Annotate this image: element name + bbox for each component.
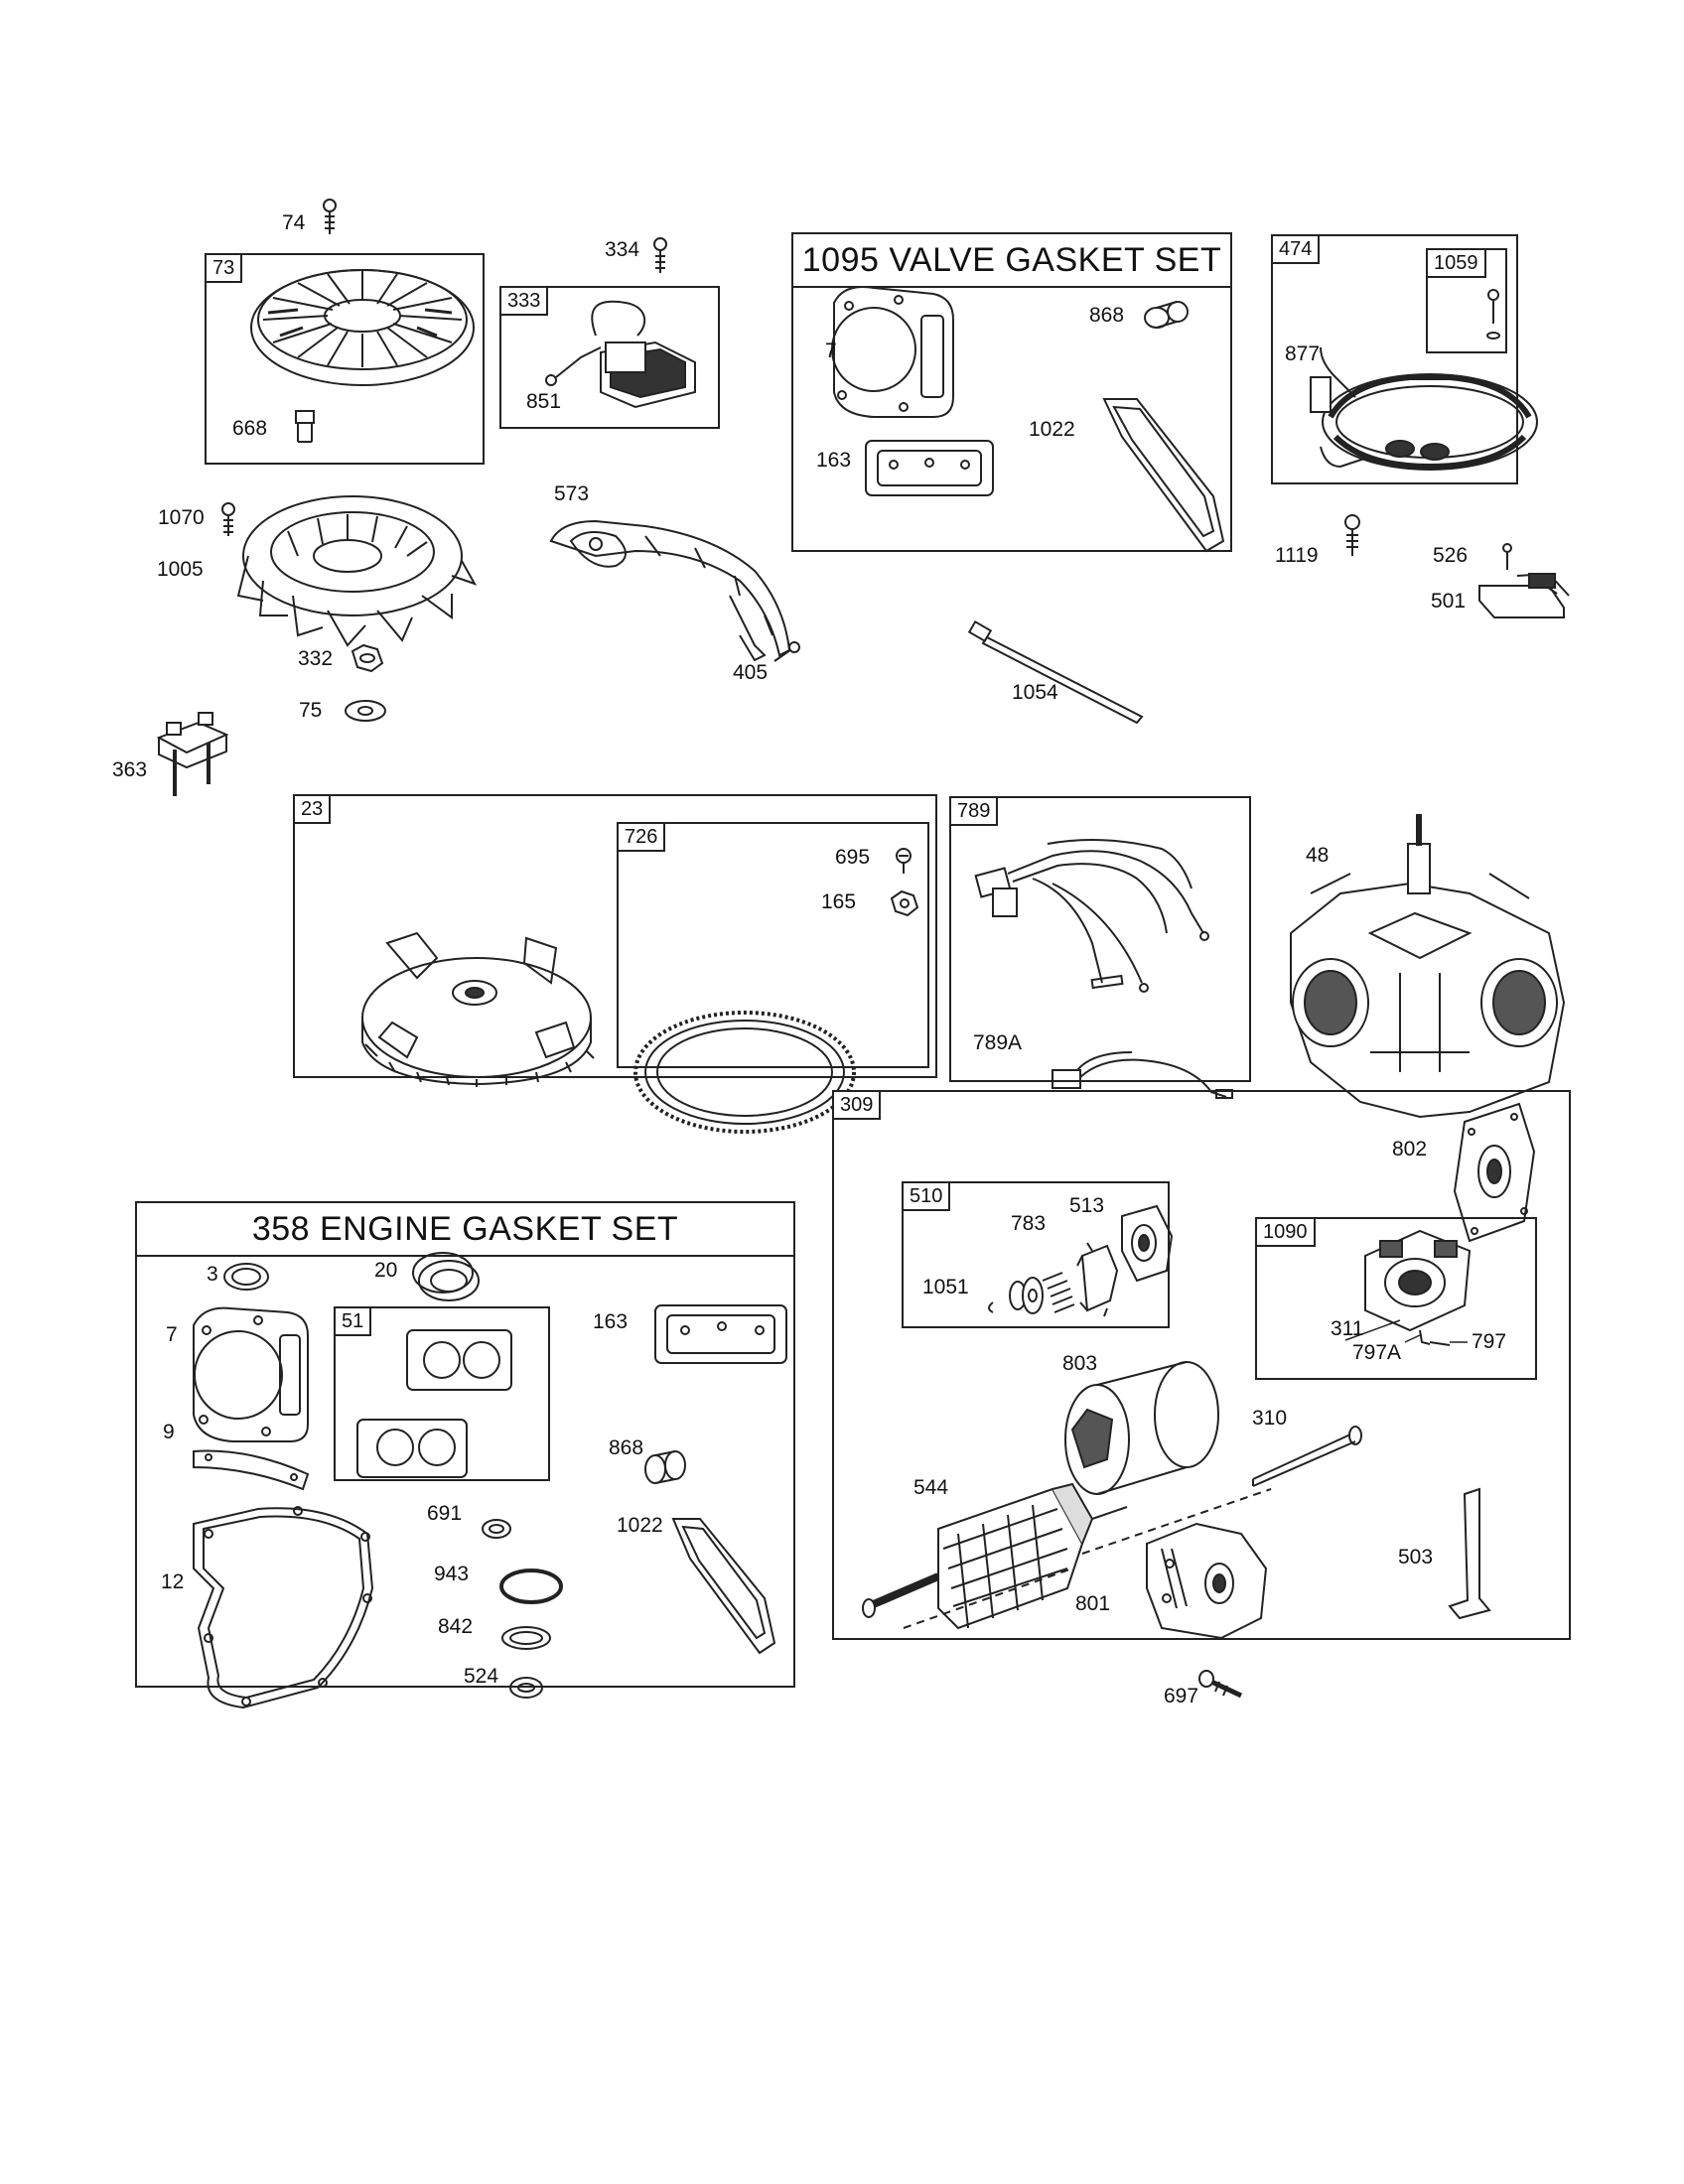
callout-7-valve-set: 7: [825, 340, 837, 362]
callout-310: 310: [1252, 1407, 1288, 1430]
callout-165: 165: [821, 890, 857, 913]
cooling-fan-icon: [238, 496, 475, 645]
callout-877: 877: [1285, 342, 1321, 365]
kit-726-tag: 726: [617, 822, 666, 852]
kit-1090-box: 1090: [1255, 1217, 1537, 1380]
kit-309-tag: 309: [832, 1090, 882, 1120]
callout-163-valve-set: 163: [816, 449, 852, 472]
callout-513: 513: [1069, 1194, 1105, 1217]
callout-501: 501: [1431, 590, 1467, 613]
callout-48: 48: [1306, 844, 1330, 867]
callout-20: 20: [374, 1259, 398, 1282]
kit-789-tag: 789: [949, 796, 999, 826]
bolt-74-icon: [324, 200, 336, 234]
kit-333-box: 333: [499, 286, 720, 429]
crankcase-icon: [1291, 814, 1564, 1117]
callout-363: 363: [112, 758, 148, 781]
valve-gasket-set-box: 1095 VALVE GASKET SET: [791, 232, 1232, 552]
callout-797: 797: [1472, 1330, 1507, 1353]
bolt-334-icon: [654, 238, 666, 273]
callout-332: 332: [298, 647, 334, 670]
cable-tie-1054-icon: [969, 621, 1142, 723]
kit-1090-tag: 1090: [1255, 1217, 1316, 1247]
bolt-1070-icon: [222, 503, 234, 536]
kit-309-box: 309 510 1090: [832, 1090, 1571, 1640]
callout-573: 573: [554, 482, 590, 505]
callout-1051: 1051: [922, 1276, 969, 1298]
kit-510-box: 510: [902, 1181, 1170, 1328]
kit-73-tag: 73: [205, 253, 243, 283]
callout-943: 943: [434, 1563, 470, 1585]
callout-334: 334: [605, 238, 640, 261]
callout-163-engine-set: 163: [593, 1310, 629, 1333]
air-guide-573-icon: [551, 521, 789, 660]
engine-gasket-set-title: 358 ENGINE GASKET SET: [137, 1203, 793, 1257]
callout-868-valve-set: 868: [1089, 304, 1125, 327]
callout-12: 12: [161, 1570, 185, 1593]
callout-1054: 1054: [1012, 681, 1058, 704]
callout-503: 503: [1398, 1546, 1434, 1569]
callout-868-engine-set: 868: [609, 1436, 644, 1459]
callout-405: 405: [733, 661, 769, 684]
callout-1005: 1005: [157, 558, 204, 581]
kit-726-box: 726: [617, 822, 929, 1068]
kit-510-tag: 510: [902, 1181, 951, 1211]
kit-789-box: 789: [949, 796, 1251, 1082]
callout-1070: 1070: [158, 506, 205, 529]
callout-9: 9: [163, 1421, 175, 1443]
kit-333-tag: 333: [499, 286, 549, 316]
callout-797a: 797A: [1352, 1341, 1402, 1364]
washer-75-icon: [346, 701, 385, 721]
kit-474-box: 474 1059: [1271, 234, 1518, 484]
kit-1059-tag: 1059: [1426, 248, 1486, 278]
callout-526: 526: [1433, 544, 1469, 567]
kit-51-box: 51: [334, 1306, 550, 1481]
callout-1022-engine-set: 1022: [617, 1514, 663, 1537]
callout-783: 783: [1011, 1212, 1047, 1235]
callout-1119: 1119: [1275, 544, 1319, 567]
callout-802: 802: [1392, 1138, 1428, 1160]
callout-544: 544: [913, 1476, 949, 1499]
callout-668: 668: [232, 417, 268, 440]
screw-405-icon: [774, 642, 799, 661]
nut-332-icon: [352, 645, 382, 671]
screw-697-icon: [1199, 1671, 1241, 1696]
callout-1022-valve-set: 1022: [1029, 418, 1075, 441]
callout-842: 842: [438, 1615, 474, 1638]
callout-311: 311: [1331, 1317, 1364, 1340]
kit-51-tag: 51: [334, 1306, 372, 1336]
callout-524: 524: [464, 1665, 499, 1688]
callout-697: 697: [1164, 1685, 1199, 1707]
kit-23-tag: 23: [293, 794, 332, 824]
callout-695: 695: [835, 846, 871, 869]
bracket-363-icon: [159, 713, 226, 796]
kit-23-box: 23 726: [293, 794, 937, 1078]
callout-74: 74: [282, 211, 306, 234]
callout-691: 691: [427, 1502, 463, 1525]
engine-gasket-set-box: 358 ENGINE GASKET SET 51: [135, 1201, 795, 1688]
bolt-1119-icon: [1345, 515, 1359, 556]
callout-803: 803: [1062, 1352, 1098, 1375]
callout-851: 851: [526, 390, 562, 413]
kit-474-tag: 474: [1271, 234, 1321, 264]
callout-75: 75: [299, 699, 323, 722]
callout-3: 3: [207, 1263, 218, 1286]
kit-1059-box: 1059: [1426, 248, 1507, 353]
regulator-501-icon: [1479, 544, 1569, 617]
callout-801: 801: [1075, 1592, 1111, 1615]
kit-73-box: 73: [205, 253, 485, 465]
callout-7-engine-set: 7: [166, 1323, 178, 1346]
valve-gasket-set-title: 1095 VALVE GASKET SET: [793, 234, 1230, 288]
callout-789a: 789A: [973, 1031, 1023, 1054]
